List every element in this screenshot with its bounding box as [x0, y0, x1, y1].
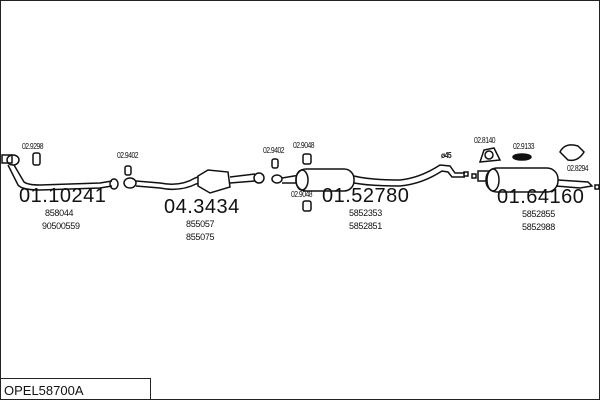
catalytic-converter-drawing [135, 169, 265, 194]
clamp-drawing [123, 177, 137, 189]
part-ref: 5852855 [522, 209, 555, 219]
part-ref: 5852988 [522, 222, 555, 232]
accessory-label: 02.8140 [474, 136, 496, 145]
part-ref: 858044 [45, 208, 74, 218]
part-number: 01.64160 [497, 186, 585, 208]
rear-silencer-drawing [471, 167, 600, 193]
part-ref: 5852851 [349, 221, 382, 231]
part-number: 04.3434 [164, 196, 240, 218]
front-pipe-drawing [1, 154, 119, 191]
accessories-drawing [32, 144, 585, 212]
part-ref: 90500559 [42, 221, 80, 231]
part-ref: 855057 [186, 219, 215, 229]
part-number: 01.52780 [322, 185, 410, 207]
diagram-code: OPEL58700A [4, 383, 84, 398]
middle-silencer-drawing [271, 164, 469, 192]
accessory-label: 02.9048 [291, 190, 313, 199]
diagram-code-box: OPEL58700A [0, 378, 151, 400]
accessory-label: 02.9133 [513, 142, 535, 151]
accessory-label: 02.9402 [263, 146, 285, 155]
part-ref: 5852353 [349, 208, 382, 218]
accessory-label: 02.9402 [117, 151, 139, 160]
part-number: 01.10241 [19, 185, 107, 207]
accessory-label: 02.9048 [293, 141, 315, 150]
accessory-label: 02.8294 [567, 164, 589, 173]
accessory-label: 02.9298 [22, 142, 44, 151]
pipe-diameter-label: ø45 [441, 151, 452, 160]
part-ref: 855075 [186, 232, 215, 242]
